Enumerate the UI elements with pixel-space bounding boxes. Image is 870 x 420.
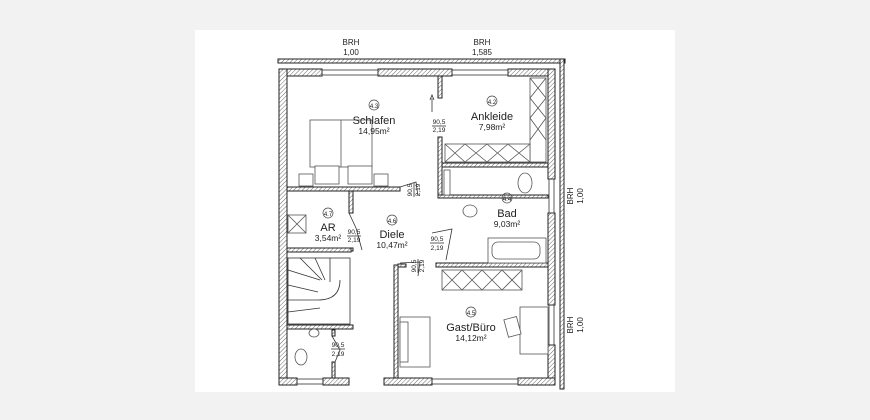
- svg-text:2,19: 2,19: [348, 237, 361, 244]
- sofa-and-desk: [399, 306, 549, 368]
- brh-label: BRH: [474, 38, 491, 47]
- svg-text:2,19: 2,19: [433, 127, 446, 134]
- room-area: 7,98m²: [479, 122, 506, 132]
- room-area: 14,95m²: [358, 126, 389, 136]
- brh-value: 1,00: [343, 48, 359, 57]
- room-area: 3,54m²: [315, 233, 342, 243]
- windows: [296, 69, 555, 385]
- door-swings: [331, 93, 453, 363]
- door-dimension: 90,5 2,19: [430, 236, 444, 252]
- svg-text:2,19: 2,19: [419, 259, 426, 272]
- room-schlafen: 4.3 Schlafen 14,95m²: [353, 99, 396, 136]
- room-diele: 4.6 Diele 10,47m²: [376, 214, 408, 250]
- room-gast-buero: 4.5 Gast/Büro 14,12m²: [446, 306, 496, 343]
- brh-value: 1,00: [576, 317, 585, 333]
- svg-text:90,5: 90,5: [411, 259, 418, 272]
- room-area: 14,12m²: [455, 333, 486, 343]
- room-name: Diele: [379, 229, 404, 241]
- door-dimension: 90,5 2,19: [331, 342, 345, 358]
- room-area: 10,47m²: [376, 240, 407, 250]
- room-area: 9,03m²: [494, 219, 521, 229]
- bathroom-fixtures: [294, 169, 547, 366]
- room-name: Schlafen: [353, 115, 396, 127]
- brh-label: BRH: [566, 187, 575, 204]
- svg-text:90,5: 90,5: [431, 236, 444, 243]
- svg-text:90,5: 90,5: [433, 119, 446, 126]
- svg-text:90,5: 90,5: [332, 342, 345, 349]
- room-name: Gast/Büro: [446, 322, 496, 334]
- room-number: 4.6: [388, 219, 397, 225]
- svg-text:90,5: 90,5: [348, 229, 361, 236]
- room-number: 4.3: [370, 104, 379, 110]
- room-bad: 4.4 Bad 9,03m²: [494, 192, 521, 229]
- svg-text:90,5: 90,5: [407, 183, 414, 196]
- interior-walls: [286, 75, 549, 379]
- room-number: 4.4: [503, 197, 512, 203]
- room-number: 4.7: [324, 212, 333, 218]
- room-name: Bad: [497, 208, 517, 220]
- brh-value: 1,585: [472, 48, 493, 57]
- bed: [298, 119, 389, 187]
- brh-label: BRH: [566, 316, 575, 333]
- brh-label: BRH: [343, 38, 360, 47]
- storage-cabinets: [287, 214, 523, 291]
- brh-value: 1,00: [576, 188, 585, 204]
- room-ar: 4.7 AR 3,54m²: [315, 207, 342, 243]
- exterior-walls: [278, 68, 556, 386]
- room-labels: 4.3 Schlafen 14,95m² 4.2 Ankleide 7,98m²…: [315, 95, 521, 343]
- room-number: 4.5: [467, 311, 476, 317]
- room-name: Ankleide: [471, 111, 513, 123]
- door-dimension: 90,52,19: [347, 229, 361, 244]
- outer-insulation: [277, 58, 566, 390]
- svg-text:2,19: 2,19: [415, 183, 422, 196]
- room-name: AR: [320, 222, 335, 234]
- floor-plan-panel: [195, 30, 675, 392]
- door-dimension: 90,52,19: [432, 119, 446, 134]
- room-ankleide: 4.2 Ankleide 7,98m²: [471, 95, 513, 132]
- room-number: 4.2: [488, 100, 497, 106]
- svg-text:2,19: 2,19: [332, 351, 345, 358]
- wardrobe: [444, 77, 547, 163]
- staircase: [287, 257, 351, 325]
- svg-text:2,19: 2,19: [431, 245, 444, 252]
